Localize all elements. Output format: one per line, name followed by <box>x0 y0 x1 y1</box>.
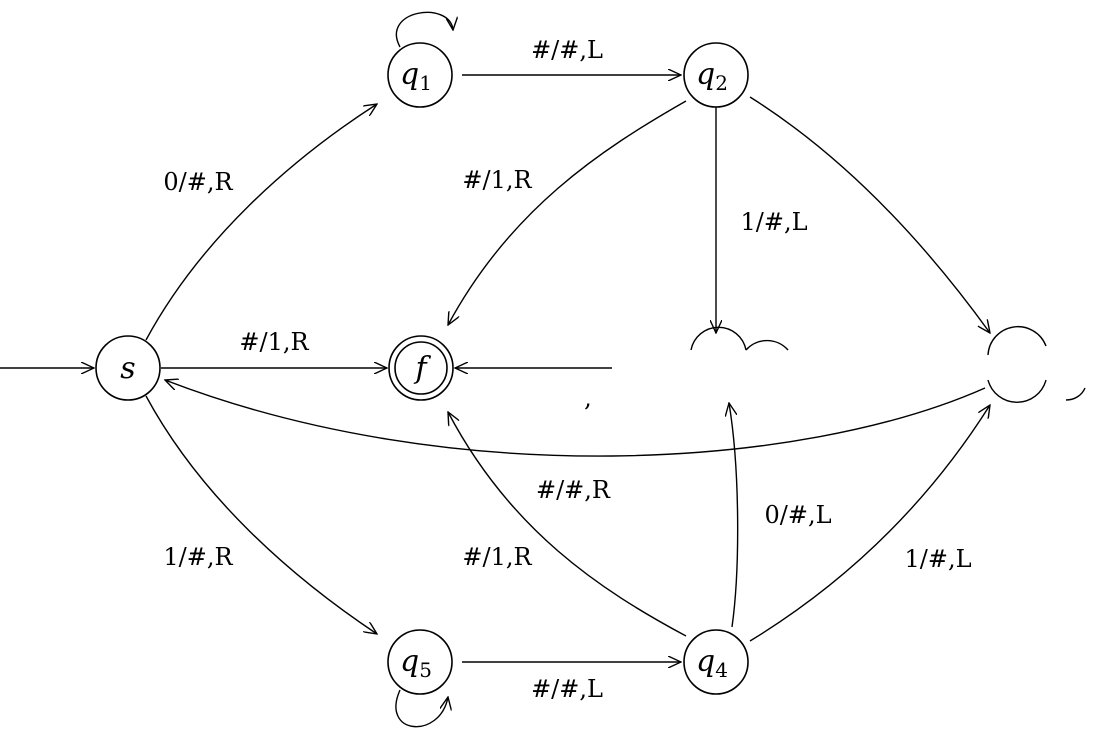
state-q5-label: q5 <box>400 644 432 682</box>
state-q1-subscript: 1 <box>419 71 432 95</box>
edge-q4-right <box>749 405 990 642</box>
label-q2-mid: 1/#,L <box>740 208 807 236</box>
partial-nodes <box>690 325 1086 404</box>
state-f-accepting: f <box>388 335 454 401</box>
loop-q1 <box>396 11 453 48</box>
state-q5: q5 <box>387 629 453 695</box>
label-q1-q2: #/#,L <box>531 36 603 64</box>
label-s-q5: 1/#,R <box>163 543 233 571</box>
edge-q4-f <box>448 412 687 637</box>
state-q4: q4 <box>683 629 749 695</box>
state-q4-subscript: 4 <box>715 658 728 682</box>
stray-comma: , <box>584 384 592 412</box>
partial-node-middle <box>690 326 789 351</box>
partial-node-right <box>987 325 1047 404</box>
state-q2-label: q2 <box>696 57 728 95</box>
label-q5-q4: #/#,L <box>531 675 603 703</box>
state-q1-letter: q <box>400 57 419 92</box>
state-q2: q2 <box>683 42 749 108</box>
state-q5-letter: q <box>400 644 419 679</box>
edge-q4-mid <box>729 403 739 628</box>
label-q4-right: 1/#,L <box>904 545 971 573</box>
state-q5-subscript: 5 <box>419 658 432 682</box>
label-right-s: #/#,R <box>536 476 611 504</box>
label-q4-mid: 0/#,L <box>764 501 831 529</box>
label-q2-f: #/1,R <box>462 166 532 194</box>
label-s-f: #/1,R <box>239 328 309 356</box>
state-q1: q1 <box>387 42 453 108</box>
state-q4-label: q4 <box>696 644 728 682</box>
edge-s-q5 <box>145 395 377 634</box>
edge-s-q1 <box>145 104 377 341</box>
edge-q2-right <box>749 96 990 333</box>
label-s-q1: 0/#,R <box>163 168 233 196</box>
edge-labels: #/#,L 0/#,R #/1,R 1/#,L #/1,R , #/#,R 0/… <box>163 36 971 703</box>
label-q4-f: #/1,R <box>462 543 532 571</box>
state-q1-label: q1 <box>400 57 432 95</box>
state-q2-subscript: 2 <box>715 71 728 95</box>
edge-q2-f <box>448 100 687 325</box>
state-s: s <box>95 335 161 401</box>
loop-q5 <box>395 689 448 728</box>
state-s-label: s <box>120 351 135 386</box>
partial-loop-right <box>1065 387 1086 401</box>
edge-right-s <box>165 380 986 457</box>
state-q4-letter: q <box>696 644 715 679</box>
edges <box>0 11 990 728</box>
state-q2-letter: q <box>696 57 715 92</box>
